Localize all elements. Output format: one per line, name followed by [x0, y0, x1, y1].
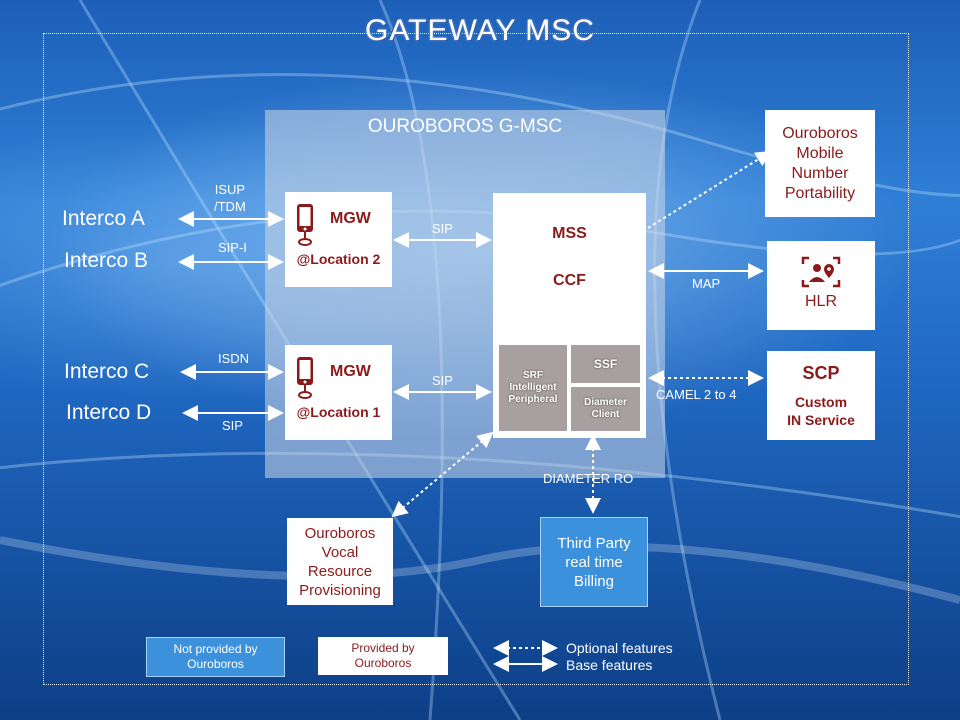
srf-module: SRF Intelligent Peripheral: [499, 345, 567, 431]
ssf-module: SSF: [571, 345, 640, 383]
diameter-client-module: Diameter Client: [571, 387, 640, 431]
label-map: MAP: [692, 276, 721, 291]
page-title: GATEWAY MSC: [365, 14, 595, 47]
mgw2-name: MGW: [330, 210, 371, 227]
interco-d: Interco D: [66, 401, 152, 424]
legend-not-provided: Not provided by Ouroboros: [146, 637, 285, 677]
label-sip-i: SIP-I: [218, 240, 247, 255]
interco-c: Interco C: [64, 360, 150, 383]
scp-box: SCP Custom IN Service: [767, 351, 875, 440]
mgw1-name: MGW: [330, 363, 371, 380]
mgw-location-2: MGW @Location 2: [285, 192, 392, 287]
scp-subtitle: Custom IN Service: [787, 393, 855, 428]
mobile-phone-icon: [297, 204, 313, 246]
legend-provided: Provided by Ouroboros: [318, 637, 448, 675]
label-isdn: ISDN: [218, 351, 250, 366]
legend-base-label: Base features: [566, 657, 653, 673]
mss-ccf-box: MSS CCF SRF Intelligent Peripheral SSF D…: [493, 193, 646, 438]
vocal-resource-box: Ouroboros Vocal Resource Provisioning: [287, 518, 393, 605]
mnp-box: Ouroboros Mobile Number Portability: [765, 110, 875, 217]
hlr-label: HLR: [804, 292, 837, 310]
interco-b: Interco B: [64, 249, 149, 272]
mgw2-location: @Location 2: [296, 251, 381, 267]
label-isup-tdm: ISUP /TDM: [214, 182, 246, 214]
mgw-location-1: MGW @Location 1: [285, 345, 392, 440]
outer-dotted-frame: [43, 33, 909, 685]
ccf-label: CCF: [553, 272, 586, 289]
label-sip-d: SIP: [222, 418, 243, 433]
mobile-phone-icon: [297, 357, 313, 399]
label-camel: CAMEL 2 to 4: [656, 387, 737, 402]
scp-title: SCP: [802, 362, 840, 383]
hlr-box: HLR: [767, 241, 875, 330]
gmsc-title: OUROBOROS G-MSC: [367, 116, 563, 137]
legend-optional-label: Optional features: [566, 640, 673, 656]
mgw1-location: @Location 1: [296, 404, 381, 420]
mss-label: MSS: [552, 225, 587, 242]
billing-box: Third Party real time Billing: [540, 517, 648, 607]
hlr-location-icon: [801, 256, 841, 287]
interco-a: Interco A: [62, 207, 145, 230]
